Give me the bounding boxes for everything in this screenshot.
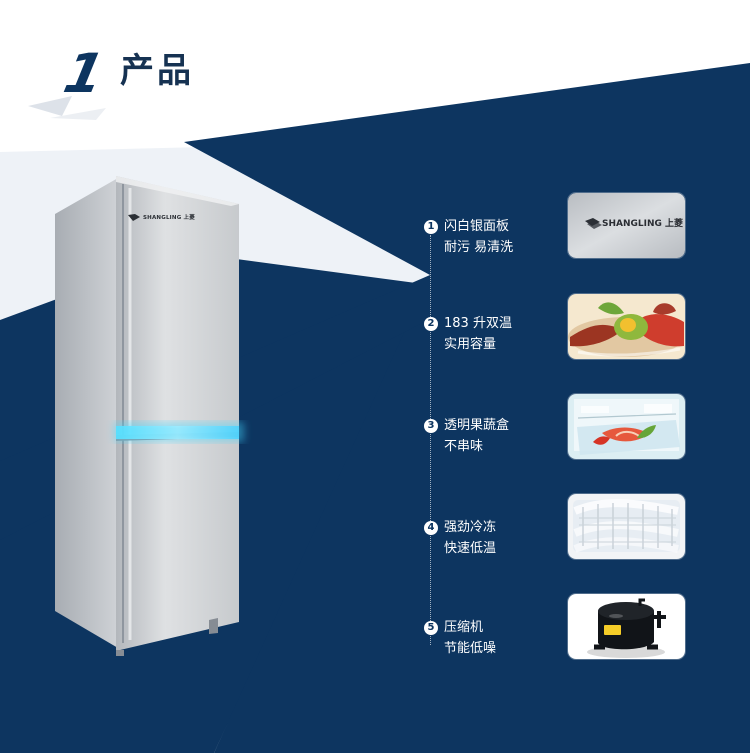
crisper-drawer-image xyxy=(568,394,685,459)
feature-subtitle-4: 快速低温 xyxy=(444,541,497,556)
thumbnail-brand-label: SHANGLING 上菱 xyxy=(602,219,684,229)
feature-title-1: 闪白银面板 xyxy=(444,219,510,234)
freezer-coil-image xyxy=(568,494,685,559)
feature-title-5: 压缩机 xyxy=(444,620,484,635)
feature-item-4: 4 强劲冷冻 快速低温 xyxy=(424,520,554,563)
silver-panel-icon xyxy=(568,193,685,258)
feature-number-3-icon: 3 xyxy=(424,419,438,433)
feature-title-2: 183 升双温 xyxy=(444,316,512,331)
feature-timeline xyxy=(430,235,431,645)
freezer-coil-icon xyxy=(568,494,685,559)
section-number: 1 xyxy=(58,42,110,105)
feature-number-2-icon: 2 xyxy=(424,317,438,331)
feature-subtitle-5: 节能低噪 xyxy=(444,641,497,656)
food-storage-icon xyxy=(568,294,685,359)
silver-panel-logo-image: SHANGLING 上菱 xyxy=(568,193,685,258)
feature-item-5: 5 压缩机 节能低噪 xyxy=(424,620,554,663)
refrigerator-icon xyxy=(55,176,244,656)
section-number-badge-icon xyxy=(28,96,106,120)
feature-item-2: 2 183 升双温 实用容量 xyxy=(424,316,554,359)
feature-number-4-icon: 4 xyxy=(424,521,438,535)
crisper-drawer-icon xyxy=(568,394,685,459)
feature-number-1-icon: 1 xyxy=(424,220,438,234)
feature-item-1: 1 闪白银面板 耐污 易清洗 xyxy=(424,219,554,262)
compressor-icon xyxy=(568,594,685,659)
feature-subtitle-2: 实用容量 xyxy=(444,337,497,352)
feature-title-3: 透明果蔬盒 xyxy=(444,418,510,433)
feature-subtitle-1: 耐污 易清洗 xyxy=(444,240,514,255)
refrigerator-product-image xyxy=(44,176,254,656)
section-title: 产品 xyxy=(120,51,194,91)
compressor-image xyxy=(568,594,685,659)
brand-label-text: SHANGLING 上菱 xyxy=(143,215,195,221)
feature-number-5-icon: 5 xyxy=(424,621,438,635)
brand-logo-icon xyxy=(128,213,140,221)
feature-title-4: 强劲冷冻 xyxy=(444,520,497,535)
feature-item-3: 3 透明果蔬盒 不串味 xyxy=(424,418,554,461)
food-storage-image xyxy=(568,294,685,359)
feature-subtitle-3: 不串味 xyxy=(444,439,484,454)
section-heading: 1 产品 xyxy=(24,22,284,122)
refrigerator-brand-label: SHANGLING 上菱 xyxy=(128,210,210,224)
